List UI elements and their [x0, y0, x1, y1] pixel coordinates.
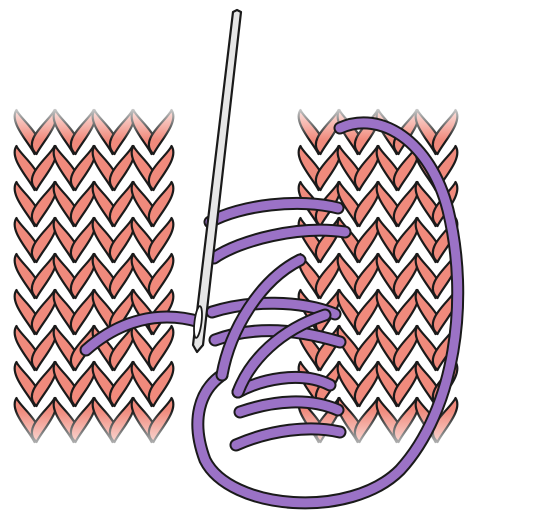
top-fade [0, 100, 539, 140]
left-knit-panel [15, 110, 174, 442]
